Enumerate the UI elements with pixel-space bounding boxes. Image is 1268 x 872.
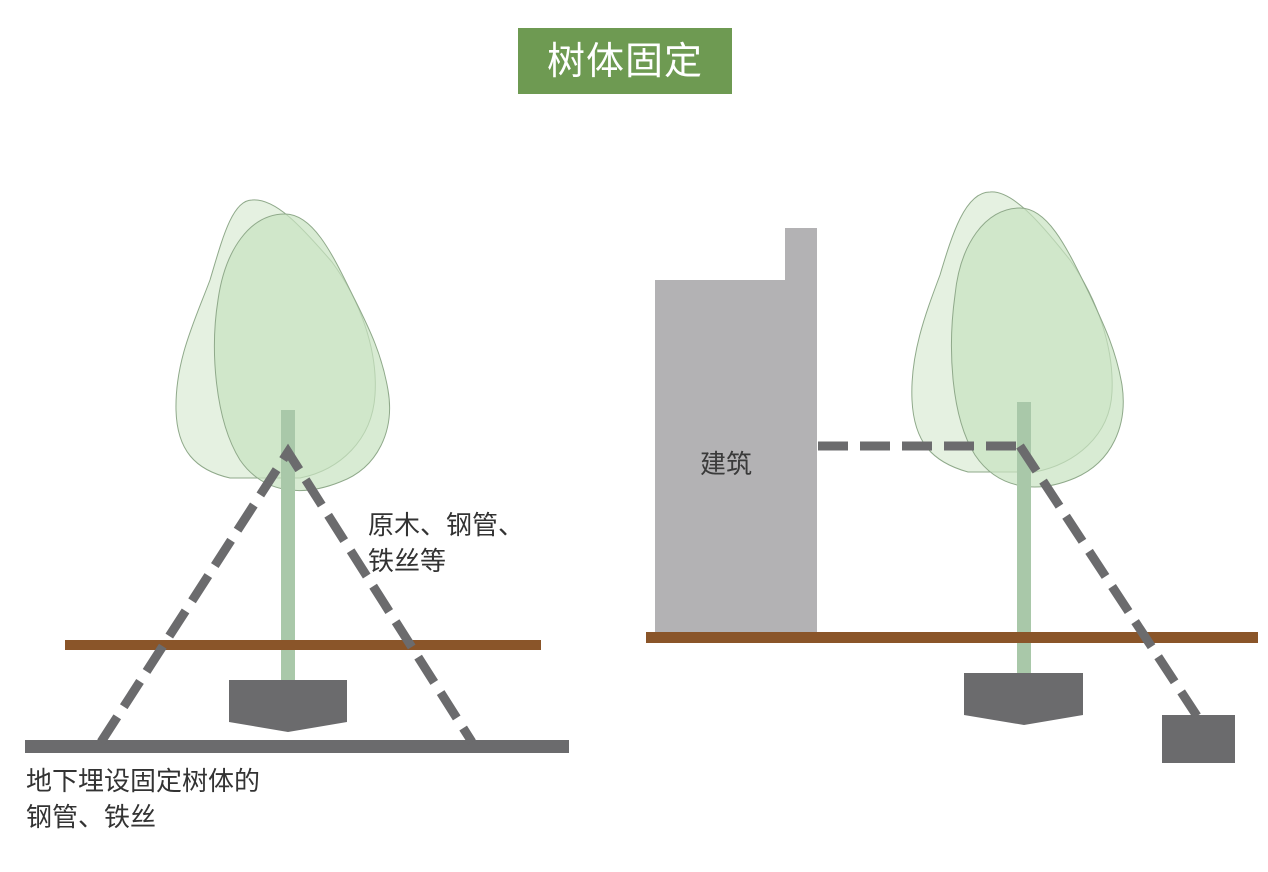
- left-tree-canopy: [175, 199, 391, 492]
- right-anchor-block: [1162, 715, 1235, 763]
- left-scene: [25, 199, 569, 753]
- right-scene: [646, 191, 1258, 763]
- underground-label-line2: 钢管、铁丝: [26, 803, 157, 833]
- underground-label: 地下埋设固定树体的 钢管、铁丝: [26, 764, 260, 836]
- materials-label: 原木、钢管、 铁丝等: [368, 508, 524, 580]
- left-support-brace: [97, 443, 476, 745]
- right-tree-trunk: [1017, 402, 1031, 676]
- right-root-block: [964, 673, 1083, 725]
- right-canopy-front: [951, 207, 1124, 488]
- materials-label-line1: 原木、钢管、: [368, 511, 525, 541]
- building-label: 建筑: [700, 450, 753, 480]
- building-shape: [655, 228, 817, 636]
- guy-wire-line: [1016, 443, 1201, 719]
- left-underground-bar: [25, 740, 569, 753]
- left-tree-trunk: [281, 410, 295, 682]
- diagram-title: 树体固定: [518, 28, 732, 94]
- materials-label-line2: 铁丝等: [368, 547, 447, 577]
- left-canopy-front: [214, 213, 391, 492]
- right-ground-line: [646, 632, 1258, 643]
- underground-label-line1: 地下埋设固定树体的: [26, 767, 261, 797]
- left-ground-line: [65, 640, 541, 650]
- left-root-block: [229, 680, 347, 732]
